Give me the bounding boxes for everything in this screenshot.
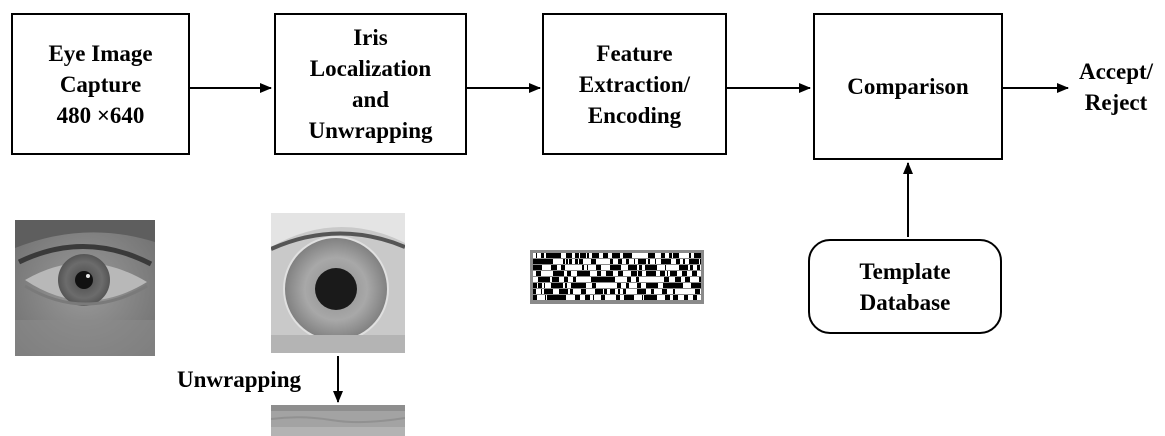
comparison-label: Comparison (847, 74, 969, 99)
comparison-block: Comparison (813, 13, 1003, 160)
iris-localization-block: Iris Localization and Unwrapping (274, 13, 467, 155)
iris-code-image (530, 250, 704, 304)
iris-code-bits (533, 253, 701, 300)
template-database-label: Template Database (859, 258, 951, 315)
accept-reject-label: Accept/ Reject (1078, 59, 1154, 115)
localized-iris-photo (271, 213, 405, 353)
template-database-block: Template Database (808, 239, 1002, 334)
unwrapping-label: Unwrapping (177, 367, 301, 392)
feature-extraction-block: Feature Extraction/ Encoding (542, 13, 727, 155)
unwrapped-iris-strip (271, 405, 405, 436)
iris-localization-label: Iris Localization and Unwrapping (308, 25, 433, 143)
eye-image-capture-label: Eye Image Capture 480 ×640 (48, 40, 153, 128)
eye-image-capture-block: Eye Image Capture 480 ×640 (11, 13, 190, 155)
feature-extraction-label: Feature Extraction/ Encoding (578, 40, 691, 128)
eye-image-photo (15, 220, 155, 356)
